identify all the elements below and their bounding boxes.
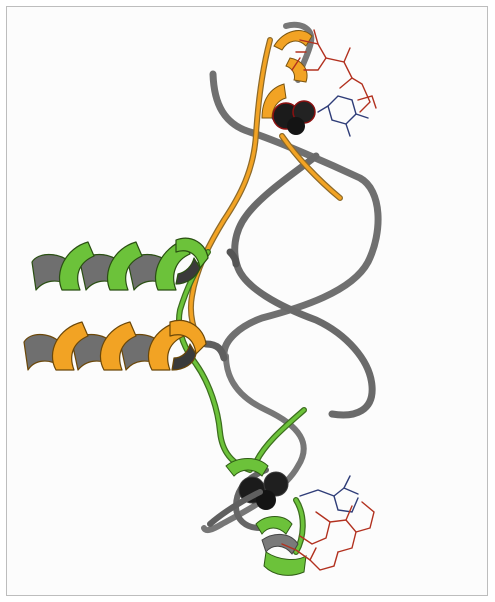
green-helix-upper bbox=[32, 238, 208, 290]
green-chain-coil bbox=[179, 252, 304, 552]
gray-mid-cap bbox=[230, 252, 236, 264]
metal-atom bbox=[287, 117, 305, 135]
bottom-ligand-sticks bbox=[282, 476, 374, 570]
bottom-metal-cluster bbox=[239, 472, 288, 510]
orange-helix-lower bbox=[24, 320, 206, 370]
orange-coil bbox=[191, 40, 270, 344]
gray-crossing-strand-b bbox=[204, 356, 304, 530]
top-metal-cluster bbox=[273, 101, 315, 135]
gray-helix-connector bbox=[206, 344, 224, 358]
gray-crossing-strand-a bbox=[235, 156, 372, 415]
